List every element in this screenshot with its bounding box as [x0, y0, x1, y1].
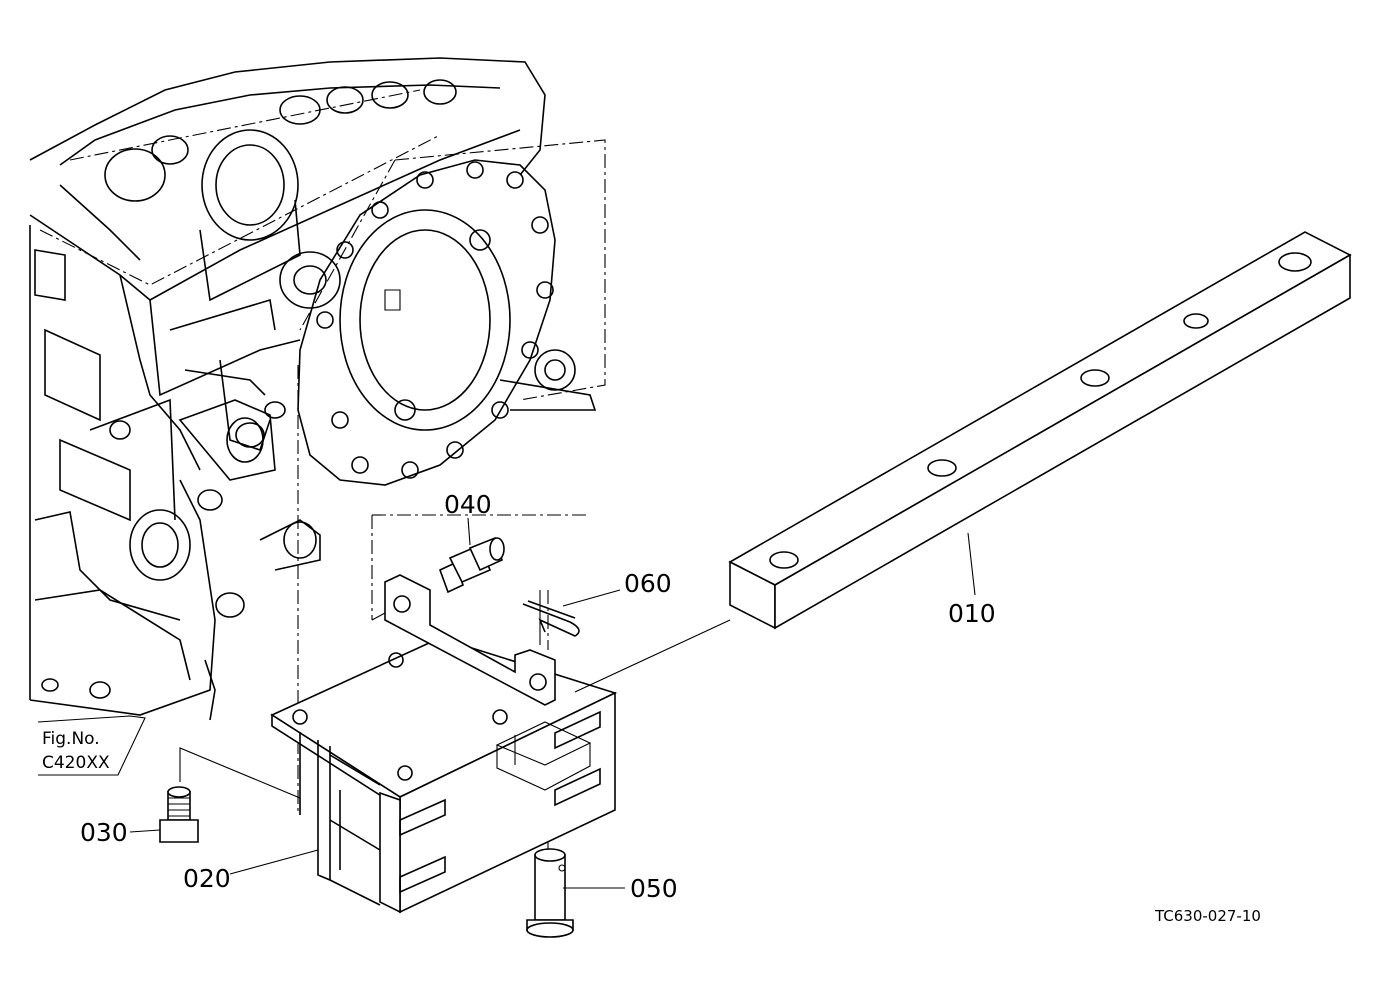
label-050: 050 — [630, 874, 678, 903]
figure-ref-line1: Fig.No. — [42, 729, 100, 749]
bolt-part-030 — [159, 786, 199, 843]
label-060: 060 — [624, 569, 672, 598]
clip-part-060 — [522, 590, 580, 645]
label-040: 040 — [444, 490, 492, 519]
pin-part-040 — [438, 536, 505, 594]
bar-part-010 — [728, 231, 1352, 630]
figure-ref-line2: C420XX — [42, 753, 110, 773]
label-020: 020 — [183, 864, 231, 893]
engine-housing-drawing — [29, 57, 546, 721]
drawing-code: TC630-027-10 — [1154, 907, 1261, 925]
leader-lines — [37, 517, 976, 889]
flange-plate-drawing — [219, 139, 606, 486]
bracket-part-020 — [270, 574, 618, 914]
label-010: 010 — [948, 599, 996, 628]
clevis-pin-part-050 — [526, 848, 574, 938]
label-030: 030 — [80, 818, 128, 847]
